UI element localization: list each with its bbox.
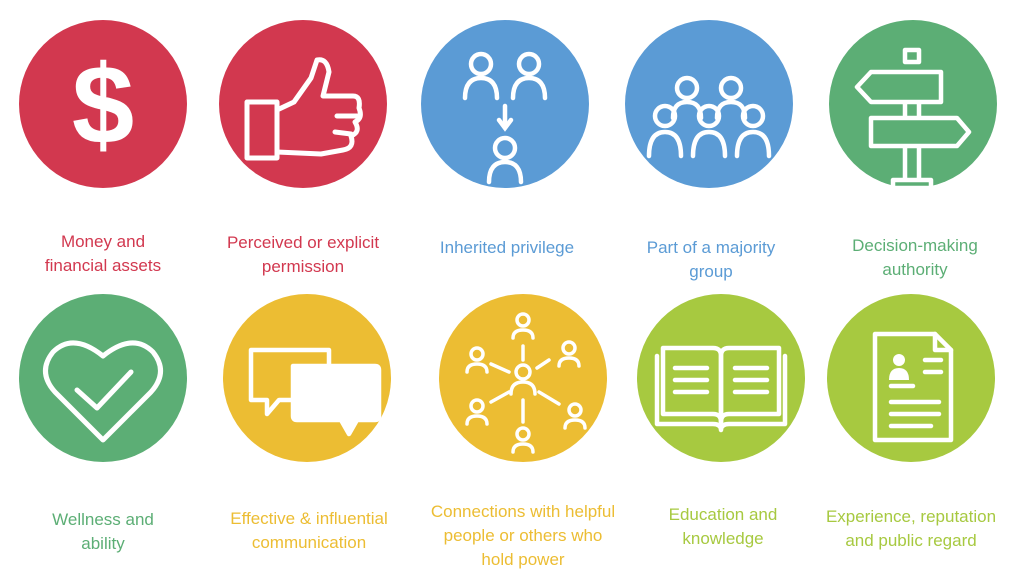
svg-text:$: $ bbox=[72, 42, 134, 167]
inheritance-people-icon bbox=[462, 51, 548, 185]
item-label: Money and financial assets bbox=[44, 232, 162, 275]
item-label: Connections with helpful people or other… bbox=[430, 502, 616, 569]
item-label: Education and knowledge bbox=[668, 505, 778, 548]
circle-decision bbox=[829, 20, 997, 188]
circle-permission bbox=[219, 20, 387, 188]
group-icon bbox=[646, 75, 772, 159]
circle-majority bbox=[625, 20, 793, 188]
item-label: Experience, reputation and public regard bbox=[825, 507, 997, 550]
signpost-icon bbox=[854, 47, 972, 188]
circle-education bbox=[637, 294, 805, 462]
item-label: Effective & influential communication bbox=[230, 509, 388, 552]
circle-experience bbox=[827, 294, 995, 462]
item-label: Perceived or explicit permission bbox=[226, 233, 380, 276]
circle-money: $ bbox=[19, 20, 187, 188]
network-icon bbox=[465, 312, 587, 454]
dollar-icon: $ bbox=[72, 42, 134, 167]
open-book-icon bbox=[654, 345, 788, 433]
heart-check-icon bbox=[43, 340, 163, 443]
circle-inherited bbox=[421, 20, 589, 188]
circle-wellness bbox=[19, 294, 187, 462]
item-label: Inherited privilege bbox=[439, 238, 575, 257]
thumbs-up-icon bbox=[244, 57, 363, 161]
circle-connections bbox=[439, 294, 607, 462]
item-label: Decision-making authority bbox=[852, 236, 978, 279]
item-label: Wellness and ability bbox=[52, 510, 154, 553]
speech-bubbles-icon bbox=[248, 347, 382, 437]
item-label: Part of a majority group bbox=[646, 238, 776, 281]
circle-communication bbox=[223, 294, 391, 462]
resume-icon bbox=[872, 331, 954, 443]
